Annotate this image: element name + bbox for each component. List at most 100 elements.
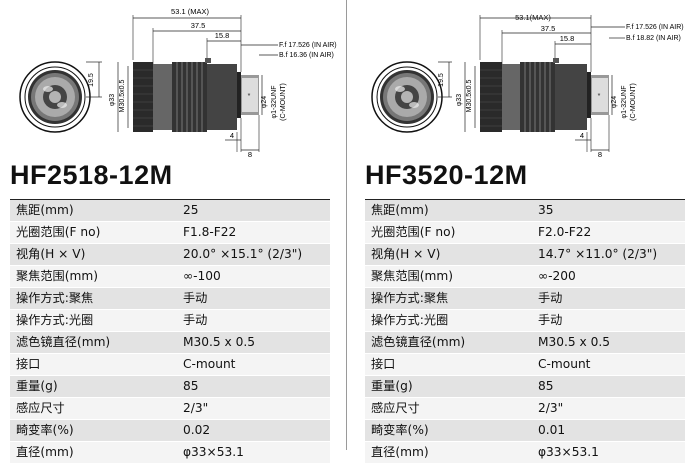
- spec-value: 85: [183, 379, 199, 393]
- dim-ff: F.f 17.526 (IN AIR): [626, 24, 684, 31]
- svg-text:*: *: [248, 93, 251, 100]
- spec-row: 操作方式:光圈手动: [365, 310, 685, 332]
- spec-table: 焦距(mm)25 光圈范围(F no) F1.8-F22 视角(H × V) 20.…: [10, 199, 330, 464]
- spec-row: 直径(mm) φ33×53.1: [10, 442, 330, 464]
- spec-key: 光圈范围(F no): [16, 225, 101, 239]
- spec-key: 滤色镜直径(mm): [371, 335, 466, 349]
- spec-key: 操作方式:聚焦: [371, 291, 449, 305]
- spec-row: 光圈范围(F no)F2.0-F22: [365, 222, 685, 244]
- spec-row: 畸变率(%) 0.02: [10, 420, 330, 442]
- spec-value: 手动: [183, 313, 208, 327]
- spec-value: 14.7° ×11.0° (2/3"): [538, 247, 658, 261]
- spec-value: F1.8-F22: [183, 225, 237, 239]
- spec-row: 畸变率(%) 0.01: [365, 420, 685, 442]
- lens-front-view: [19, 61, 91, 133]
- spec-key: 重量(g): [16, 379, 58, 393]
- spec-row: 接口 C-mount: [10, 354, 330, 376]
- spec-value: 0.02: [183, 423, 211, 437]
- panel-divider: [346, 0, 347, 450]
- spec-row: 滤色镜直径(mm) M30.5 x 0.5: [365, 332, 685, 354]
- spec-row: 视角(H × V) 20.0° ×15.1° (2/3"): [10, 244, 330, 266]
- spec-row: 滤色镜直径(mm) M30.5 x 0.5: [10, 332, 330, 354]
- spec-row: 感应尺寸 2/3": [10, 398, 330, 420]
- spec-row: 操作方式:光圈 手动: [10, 310, 330, 332]
- spec-key: 感应尺寸: [371, 401, 420, 415]
- spec-row: 光圈范围(F no) F1.8-F22: [10, 222, 330, 244]
- dim-phi33: φ33: [109, 94, 116, 106]
- dim-8: 8: [598, 150, 602, 158]
- spec-value: ∞-100: [183, 269, 221, 283]
- spec-row: 重量(g) 85: [10, 376, 330, 398]
- spec-value: φ33×53.1: [183, 445, 244, 459]
- spec-key: 畸变率(%): [16, 423, 74, 437]
- spec-row: 重量(g) 85: [365, 376, 685, 398]
- model-title: HF3520-12M: [365, 160, 528, 190]
- spec-value: 0.01: [538, 423, 566, 437]
- dim-unf: φ1-32UNF: [621, 86, 628, 119]
- dim-15-8: 15.8: [215, 31, 230, 40]
- dim-8: 8: [248, 150, 252, 158]
- lens-drawing: 19.5 *: [19, 7, 337, 158]
- spec-key: 操作方式:光圈: [371, 313, 449, 327]
- dim-15-8: 15.8: [560, 34, 575, 43]
- dim-4: 4: [580, 131, 584, 140]
- spec-value: 手动: [538, 291, 563, 305]
- spec-key: 视角(H × V): [371, 247, 441, 261]
- spec-row: 聚焦范围(mm) ∞-200: [365, 266, 685, 288]
- lens-side-view: *: [480, 58, 609, 132]
- dim-cmount: (C-MOUNT): [630, 83, 637, 121]
- spec-row: 感应尺寸 2/3": [365, 398, 685, 420]
- spec-row: 操作方式:聚焦 手动: [365, 288, 685, 310]
- spec-key: 视角(H × V): [16, 247, 86, 261]
- dim-19-5: 19.5: [88, 73, 95, 87]
- spec-key: 聚焦范围(mm): [371, 269, 454, 283]
- spec-key: 接口: [371, 357, 396, 371]
- spec-value: 20.0° ×15.1° (2/3"): [183, 247, 303, 261]
- spec-key: 滤色镜直径(mm): [16, 335, 111, 349]
- spec-key: 直径(mm): [371, 445, 429, 459]
- dim-m305: M30.5x0.5: [466, 80, 473, 113]
- dim-19-5: 19.5: [438, 73, 445, 87]
- spec-key: 焦距(mm): [16, 203, 74, 217]
- spec-value: M30.5 x 0.5: [538, 335, 610, 349]
- spec-table: 焦距(mm)35 光圈范围(F no)F2.0-F22 视角(H × V) 14.…: [365, 199, 685, 464]
- spec-key: 光圈范围(F no): [371, 225, 456, 239]
- product-panel-hf3520: 19.5 * φ33 M30.5x0: [355, 0, 695, 464]
- spec-row: 焦距(mm)35: [365, 200, 685, 222]
- dim-phi24: φ24: [261, 96, 268, 108]
- lens-side-view: *: [133, 58, 259, 132]
- lens-front-view: [371, 61, 443, 133]
- dim-ff: F.f 17.526 (IN AIR): [279, 42, 337, 49]
- spec-row: 接口 C-mount: [365, 354, 685, 376]
- spec-value: 2/3": [538, 401, 564, 415]
- spec-key: 畸变率(%): [371, 423, 429, 437]
- spec-key: 重量(g): [371, 379, 413, 393]
- spec-value: M30.5 x 0.5: [183, 335, 255, 349]
- spec-value: C-mount: [538, 357, 591, 371]
- dim-37-5: 37.5: [541, 24, 556, 33]
- dim-bf: B.f 18.82 (IN AIR): [626, 35, 681, 42]
- dim-unf: φ1-32UNF: [271, 86, 278, 119]
- spec-key: 聚焦范围(mm): [16, 269, 99, 283]
- dim-phi24: φ24: [611, 96, 618, 108]
- spec-value: 手动: [183, 291, 208, 305]
- spec-value: 2/3": [183, 401, 209, 415]
- spec-value: 85: [538, 379, 554, 393]
- dim-max: 53.1 (MAX): [171, 7, 209, 16]
- spec-row: 视角(H × V) 14.7° ×11.0° (2/3"): [365, 244, 685, 266]
- dim-m305: M30.5x0.5: [119, 80, 126, 113]
- svg-text:*: *: [598, 93, 601, 100]
- dim-bf: B.f 16.36 (IN AIR): [279, 52, 334, 59]
- spec-value: C-mount: [183, 357, 236, 371]
- spec-row: 操作方式:聚焦手动: [10, 288, 330, 310]
- spec-key: 直径(mm): [16, 445, 74, 459]
- spec-value: ∞-200: [538, 269, 576, 283]
- spec-key: 感应尺寸: [16, 401, 65, 415]
- lens-drawing: 19.5 * φ33 M30.5x0: [371, 13, 684, 158]
- spec-row: 直径(mm)φ33×53.1: [365, 442, 685, 464]
- product-panel-hf2518: 19.5 *: [0, 0, 340, 464]
- dim-phi33: φ33: [456, 94, 463, 106]
- spec-key: 操作方式:光圈: [16, 313, 94, 327]
- spec-key: 接口: [16, 357, 41, 371]
- spec-row: 焦距(mm)25: [10, 200, 330, 222]
